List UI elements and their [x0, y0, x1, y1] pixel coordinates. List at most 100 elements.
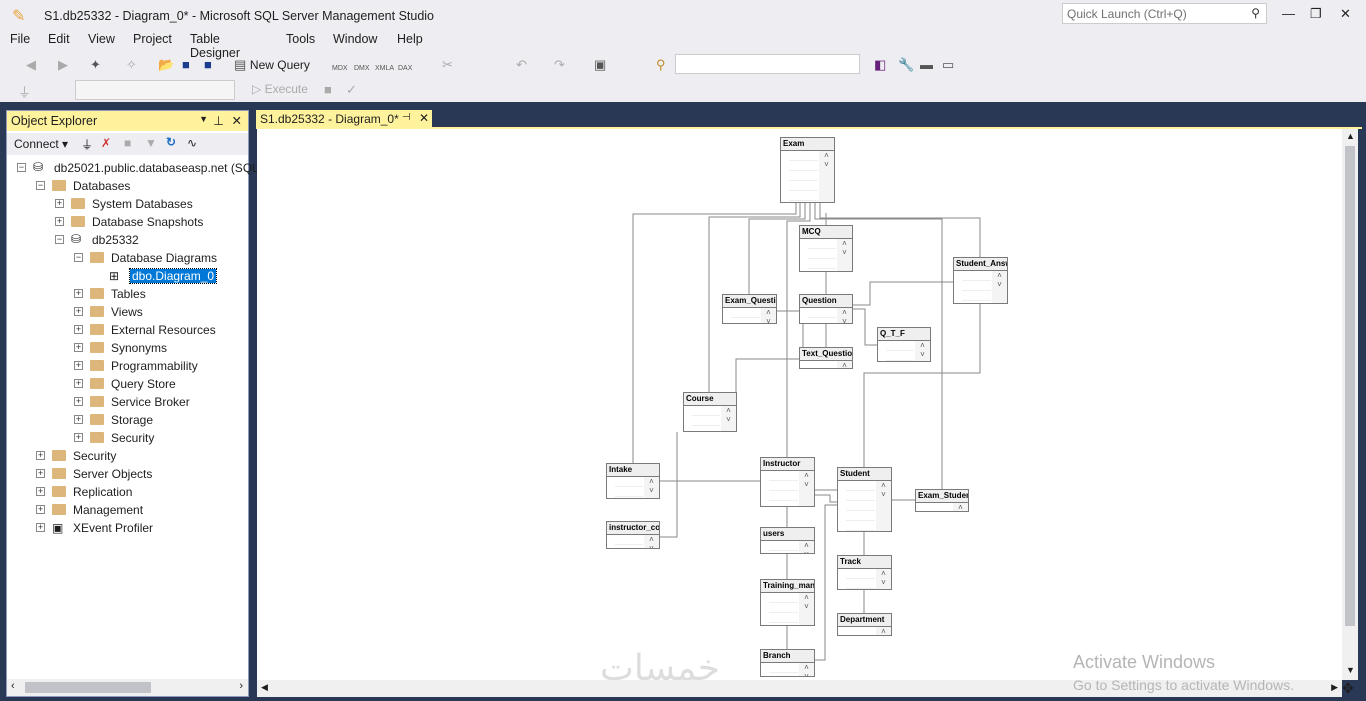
table-scrollbar[interactable]: ˄˅: [799, 541, 814, 553]
menu-file[interactable]: File: [10, 32, 31, 46]
activity-icon[interactable]: ∿: [187, 136, 198, 150]
relationship-line[interactable]: [863, 304, 981, 467]
table-scrollbar[interactable]: ˄˅: [876, 569, 891, 589]
diagram-table[interactable]: Student_Answ˄˅: [953, 257, 1008, 304]
relationship-line[interactable]: [660, 432, 678, 538]
relationship-line[interactable]: [853, 308, 877, 346]
back-icon[interactable]: ◀: [26, 57, 36, 72]
tree-item[interactable]: +External Resources: [7, 322, 247, 340]
tree-item[interactable]: −⛁db25332: [7, 232, 247, 250]
stop-icon[interactable]: ■: [124, 136, 132, 150]
mdx-query-button[interactable]: MDX: [332, 65, 348, 72]
expand-icon[interactable]: +: [36, 450, 45, 460]
table-scrollbar[interactable]: ˄˅: [837, 361, 852, 368]
dropdown-icon[interactable]: ▼: [199, 114, 208, 124]
tree-item[interactable]: +Database Snapshots: [7, 214, 247, 232]
diagram-table[interactable]: Track˄˅: [837, 555, 892, 590]
expand-icon[interactable]: +: [74, 306, 83, 316]
tree-item[interactable]: +Service Broker: [7, 394, 247, 412]
menu-window[interactable]: Window: [333, 32, 378, 46]
diagram-table[interactable]: Q_T_F˄˅: [877, 327, 931, 362]
new-query-button[interactable]: ▤ New Query: [234, 57, 310, 72]
save-icon[interactable]: ■: [182, 57, 190, 72]
relationship-line[interactable]: [815, 494, 837, 503]
table-scrollbar[interactable]: ˄˅: [799, 593, 814, 625]
tree-item[interactable]: +Replication: [7, 484, 247, 502]
collapse-icon[interactable]: −: [55, 234, 64, 244]
filter-icon[interactable]: ▼: [145, 136, 157, 150]
diagram-canvas[interactable]: Exam˄˅MCQ˄˅Student_Answ˄˅Exam_Question˄˅…: [257, 129, 1342, 680]
expand-icon[interactable]: +: [74, 288, 83, 298]
tree-item[interactable]: ⊞dbo.Diagram_0: [7, 268, 247, 286]
table-scrollbar[interactable]: ˄˅: [837, 308, 852, 323]
connect-icon[interactable]: ⏚: [18, 85, 32, 100]
minimize-button[interactable]: —: [1282, 6, 1295, 21]
tree-item[interactable]: +Storage: [7, 412, 247, 430]
tree-item[interactable]: +Synonyms: [7, 340, 247, 358]
pin-icon[interactable]: ⊥: [213, 114, 224, 128]
tree-item[interactable]: +Management: [7, 502, 247, 520]
tree-item[interactable]: −Databases: [7, 178, 247, 196]
diagram-table[interactable]: Branch˄˅: [760, 649, 815, 677]
diagram-table[interactable]: Intake˄˅: [606, 463, 660, 499]
diagram-table[interactable]: Exam_Student˄˅: [915, 489, 969, 512]
table-scrollbar[interactable]: ˄˅: [876, 627, 891, 635]
diagram-table[interactable]: instructor_cou˄˅: [606, 521, 660, 549]
table-scrollbar[interactable]: ˄˅: [799, 663, 814, 676]
menu-view[interactable]: View: [88, 32, 115, 46]
tree-item[interactable]: −Database Diagrams: [7, 250, 247, 268]
vertical-scrollbar[interactable]: ▲ ▼: [1342, 129, 1358, 680]
collapse-icon[interactable]: −: [17, 162, 26, 172]
add-item-icon[interactable]: ✧: [126, 57, 137, 72]
tree-item[interactable]: +▣XEvent Profiler: [7, 520, 247, 538]
table-scrollbar[interactable]: ˄˅: [953, 503, 968, 511]
table-scrollbar[interactable]: ˄˅: [721, 406, 736, 431]
diagram-table[interactable]: Exam_Question˄˅: [722, 294, 777, 324]
diagram-table[interactable]: Student˄˅: [837, 467, 892, 532]
menu-tools[interactable]: Tools: [286, 32, 316, 46]
forward-icon[interactable]: ▶: [58, 57, 68, 72]
expand-icon[interactable]: +: [74, 414, 83, 424]
connect-button[interactable]: Connect ▾: [14, 137, 69, 151]
diagram-table[interactable]: Course˄˅: [683, 392, 737, 432]
table-scrollbar[interactable]: ˄˅: [915, 341, 930, 361]
relationship-line[interactable]: [708, 203, 801, 392]
menu-help[interactable]: Help: [397, 32, 423, 46]
parse-icon[interactable]: ✓: [346, 82, 357, 97]
relationship-line[interactable]: [815, 504, 837, 661]
tree-item[interactable]: +Programmability: [7, 358, 247, 376]
pin-icon[interactable]: ⊣: [402, 112, 411, 123]
table-scrollbar[interactable]: ˄˅: [799, 471, 814, 506]
properties-wrench-icon[interactable]: 🔧: [898, 57, 915, 72]
xmla-query-button[interactable]: XMLA: [375, 65, 395, 72]
expand-icon[interactable]: +: [36, 468, 45, 478]
activity-monitor-icon[interactable]: ▣: [594, 57, 607, 72]
diagram-table[interactable]: Question˄˅: [799, 294, 853, 324]
menu-table-designer[interactable]: Table Designer: [190, 32, 241, 60]
cancel-query-icon[interactable]: ■: [324, 82, 332, 97]
diagram-table[interactable]: Department˄˅: [837, 613, 892, 636]
tree-item[interactable]: −⛁db25021.public.databaseasp.net (SQL: [7, 160, 259, 178]
table-scrollbar[interactable]: ˄˅: [992, 271, 1007, 303]
toolbox-icon[interactable]: ▬: [920, 57, 933, 72]
diagram-table[interactable]: MCQ˄˅: [799, 225, 853, 272]
table-scrollbar[interactable]: ˄˅: [644, 535, 659, 548]
relationship-line[interactable]: [853, 281, 953, 306]
dmx-query-button[interactable]: DMX: [354, 65, 370, 72]
find-dropdown[interactable]: [675, 54, 860, 74]
new-project-icon[interactable]: ✦: [90, 57, 101, 72]
relationship-line[interactable]: [735, 358, 799, 392]
expand-icon[interactable]: +: [36, 504, 45, 514]
table-scrollbar[interactable]: ˄˅: [819, 151, 834, 202]
execute-button[interactable]: ▷ Execute: [252, 82, 308, 96]
relationship-line[interactable]: [632, 203, 797, 463]
diagram-table[interactable]: users˄˅: [760, 527, 815, 554]
visual-studio-icon[interactable]: ◧: [874, 57, 887, 72]
find-icon[interactable]: ⚲: [656, 57, 666, 72]
expand-icon[interactable]: +: [74, 378, 83, 388]
expand-icon[interactable]: +: [55, 216, 64, 226]
diagram-table[interactable]: Training_mana˄˅: [760, 579, 815, 626]
expand-icon[interactable]: +: [74, 360, 83, 370]
expand-icon[interactable]: +: [74, 396, 83, 406]
expand-icon[interactable]: +: [36, 486, 45, 496]
